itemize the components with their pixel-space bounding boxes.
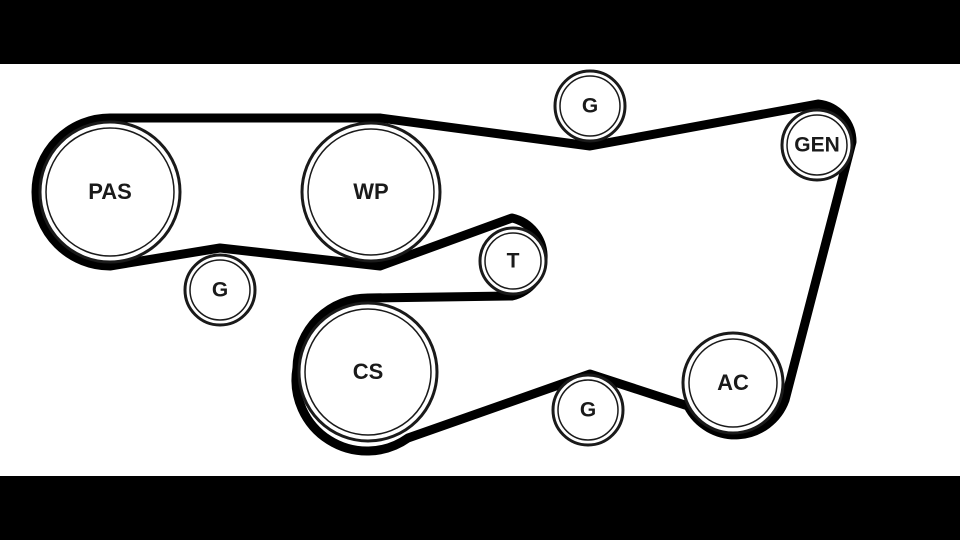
g-bottom-idler: G (551, 373, 625, 447)
cs-label: CS (353, 359, 384, 384)
ac-pulley: AC (681, 331, 785, 435)
g-left-idler: G (183, 253, 257, 327)
g-bottom-label: G (580, 399, 596, 422)
serpentine-belt (31, 99, 857, 456)
cs-crankshaft-pulley: CS (297, 301, 439, 443)
wp-label: WP (353, 179, 388, 204)
pas-label: PAS (88, 179, 132, 204)
ac-label: AC (717, 370, 749, 395)
gen-label: GEN (794, 134, 840, 157)
t-label: T (507, 250, 520, 273)
pas-pulley: PAS (38, 120, 182, 264)
gen-pulley: GEN (780, 108, 854, 182)
g-top-label: G (582, 95, 598, 118)
g-left-label: G (212, 279, 228, 302)
t-tensioner-pulley: T (478, 226, 548, 296)
g-top-idler: G (553, 69, 627, 143)
wp-pulley: WP (300, 121, 442, 263)
